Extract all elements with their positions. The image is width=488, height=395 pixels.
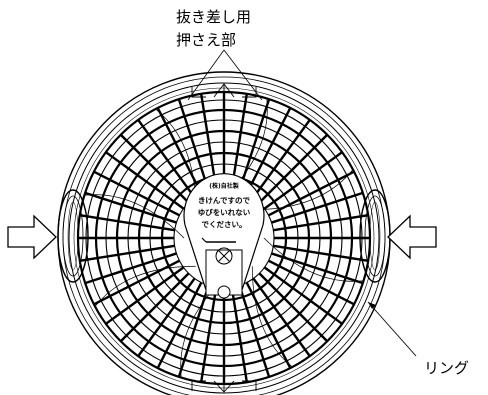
grille-spoke bbox=[245, 282, 292, 369]
grille-spoke bbox=[93, 170, 180, 217]
grille-spoke bbox=[273, 213, 369, 232]
grille-spoke bbox=[156, 107, 203, 194]
grille-spoke bbox=[258, 272, 329, 343]
grille-spoke bbox=[84, 252, 177, 285]
grille-spoke bbox=[177, 98, 210, 191]
press-point-label-line2: 押さえ部 bbox=[176, 31, 236, 49]
fan-blade-outline bbox=[95, 265, 196, 306]
grille-spoke bbox=[263, 266, 343, 325]
fan-blade-outline bbox=[252, 170, 353, 211]
fan-blade-outline bbox=[251, 266, 292, 367]
grille-spoke bbox=[79, 244, 175, 263]
grille-spoke bbox=[263, 151, 343, 210]
ring-leader-line bbox=[367, 301, 417, 357]
center-label-line3: でください。 bbox=[202, 220, 247, 229]
grille-spoke bbox=[199, 287, 218, 383]
grille-spoke bbox=[268, 259, 355, 306]
grille-spoke bbox=[268, 170, 355, 217]
center-label: (株)自社製 きけんですので ゆびをいれない でください。 bbox=[183, 173, 265, 299]
grille-spoke bbox=[177, 285, 210, 378]
grille-spoke bbox=[271, 252, 364, 285]
grille-spoke bbox=[238, 285, 271, 378]
grille-spoke bbox=[119, 133, 190, 204]
grille-spoke bbox=[156, 282, 203, 369]
grille-spoke bbox=[79, 213, 175, 232]
grille-spoke bbox=[199, 93, 218, 189]
left-grip bbox=[57, 189, 89, 283]
grille-spoke bbox=[137, 277, 196, 357]
grille-spoke bbox=[252, 119, 311, 199]
center-label-line2: ゆびをいれない bbox=[198, 207, 251, 217]
center-hub bbox=[217, 285, 231, 299]
grille-spoke bbox=[93, 259, 180, 306]
grille-spoke bbox=[258, 133, 329, 204]
grille-spoke bbox=[119, 272, 190, 343]
ring-leader-arrowhead bbox=[368, 302, 376, 309]
left-press-arrow bbox=[7, 214, 57, 260]
center-label-line1: きけんですので bbox=[198, 196, 251, 205]
right-press-arrow bbox=[387, 214, 437, 260]
ring-label: リング bbox=[424, 359, 469, 377]
fan-grille bbox=[76, 90, 372, 386]
grille-spoke bbox=[273, 244, 369, 263]
fan-blade-outline bbox=[263, 237, 363, 282]
grille-spoke bbox=[252, 277, 311, 357]
grille-spoke bbox=[137, 119, 196, 199]
grille-spoke bbox=[271, 191, 364, 224]
center-label-panel bbox=[183, 173, 265, 291]
grille-spoke bbox=[230, 93, 249, 189]
grille-spoke bbox=[105, 266, 185, 325]
center-label-title: (株)自社製 bbox=[209, 182, 239, 190]
fan-blade-outline bbox=[85, 194, 185, 239]
grille-spoke bbox=[230, 287, 249, 383]
grille-spoke bbox=[84, 191, 177, 224]
press-point-label-line1: 抜き差し用 bbox=[176, 8, 251, 26]
grille-spoke bbox=[105, 151, 185, 210]
grille-spoke bbox=[238, 98, 271, 191]
grille-spoke bbox=[245, 107, 292, 194]
no-finger-icon bbox=[201, 237, 236, 265]
